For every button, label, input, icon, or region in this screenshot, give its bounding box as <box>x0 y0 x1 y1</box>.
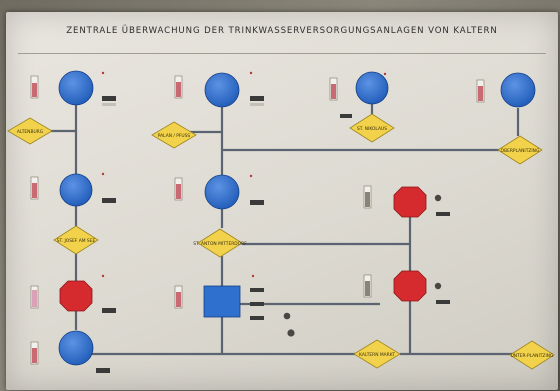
switch-icon <box>96 368 110 373</box>
valve-knob-icon <box>435 195 441 201</box>
level-fill <box>365 192 370 207</box>
level-fill <box>365 281 370 296</box>
reservoir-altenburg <box>59 71 93 105</box>
switch-icon <box>102 96 116 101</box>
pump-shaft-block <box>204 286 240 317</box>
switch-icon <box>436 300 450 304</box>
reservoir-pfuss <box>205 73 239 107</box>
pump-station-icon <box>394 271 426 301</box>
level-fill <box>331 84 336 99</box>
valve-knob-icon <box>284 313 291 320</box>
switch-icon <box>102 308 116 313</box>
switch-icon <box>250 302 264 306</box>
switch-icon <box>250 103 264 106</box>
level-fill <box>176 82 181 97</box>
indicator-light <box>250 72 252 74</box>
zone-label-pfuss: PALAN / PFUSS <box>158 133 191 139</box>
zone-label-st-josef: ST. JOSEF AM SEE <box>57 238 96 244</box>
level-fill <box>478 86 483 101</box>
level-fill <box>32 83 37 97</box>
level-fill <box>176 292 181 307</box>
pipe-network <box>43 104 518 354</box>
reservoir-oberplanitzing <box>501 73 535 107</box>
water-reservoir-icon <box>59 71 93 105</box>
pump-station-left <box>60 281 92 311</box>
level-fill <box>176 184 181 199</box>
valve-knob-icon <box>287 329 294 336</box>
zone-label-kaltern-markt: KALTERN MARKT <box>359 352 395 358</box>
switch-icon <box>340 114 352 118</box>
reservoir-st-anton <box>205 175 239 209</box>
reservoir-lower-left <box>59 331 93 365</box>
indicator-light <box>250 175 252 177</box>
indicator-light <box>252 275 254 277</box>
switch-icon <box>250 200 264 205</box>
water-reservoir-icon <box>501 73 535 107</box>
switch-icon <box>436 212 450 216</box>
zone-label-altenburg: ALTENBURG <box>17 129 44 135</box>
indicator-light <box>102 72 104 74</box>
reservoir-st-josef <box>60 174 92 206</box>
valve-knob-icon <box>435 283 441 289</box>
reservoir-nikolaus <box>356 72 388 104</box>
switch-icon <box>102 198 116 203</box>
level-fill <box>32 348 37 363</box>
water-reservoir-icon <box>356 72 388 104</box>
zone-label-nikolaus: ST. NIKOLAUS <box>357 126 387 132</box>
water-reservoir-icon <box>205 73 239 107</box>
water-reservoir-icon <box>59 331 93 365</box>
pump-station-lower <box>394 271 426 301</box>
switch-icon <box>102 103 116 106</box>
switch-icon <box>250 316 264 320</box>
pump-station-icon <box>60 281 92 311</box>
zone-label-oberplanitzing: OBERPLANITZING <box>501 148 540 154</box>
level-fill <box>32 183 37 198</box>
water-reservoir-icon <box>205 175 239 209</box>
indicator-light <box>102 173 104 175</box>
pump-station-icon <box>394 187 426 217</box>
zone-label-st-anton: ST. ANTON MITTERDORF <box>193 241 247 247</box>
indicator-light <box>384 73 386 75</box>
level-fill <box>32 290 37 307</box>
indicator-light <box>102 275 104 277</box>
water-reservoir-icon <box>60 174 92 206</box>
pump-station-upper <box>394 187 426 217</box>
zone-label-unterplanitzing: UNTER-PLANITZING <box>511 353 554 359</box>
switch-icon <box>250 288 264 292</box>
switch-icon <box>250 96 264 101</box>
